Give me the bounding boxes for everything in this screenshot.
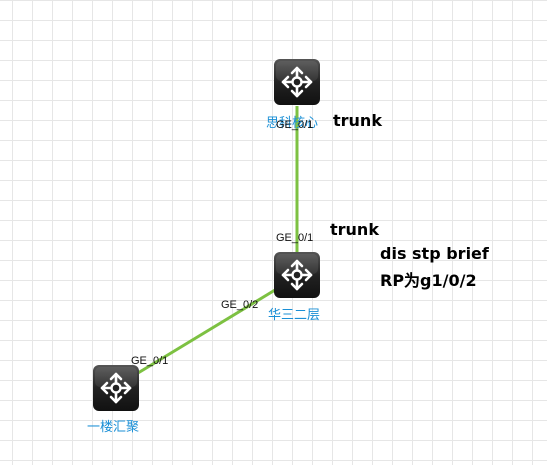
device-core[interactable] [273,58,321,106]
layer2-trunk-note: trunk [330,220,379,239]
switch-icon [274,59,320,105]
core-trunk-note: trunk [333,111,382,130]
aggregation-device-label: 一楼汇聚 [87,420,140,435]
command-note: dis stp brief [380,244,489,263]
core-port-label: GE_0/1 [276,119,314,131]
core-device-label: 思科核心 [266,116,319,131]
layer2-down-port-label: GE_0/2 [221,299,259,311]
layer2-up-port-label: GE_0/1 [276,232,314,244]
device-aggregation[interactable] [92,364,140,412]
switch-icon [274,252,320,298]
switch-icon [93,365,139,411]
link-layer2-aggregation [137,288,276,375]
aggregation-port-label: GE_0/1 [131,355,169,367]
root-port-note: RP为g1/0/2 [380,271,477,290]
device-layer2[interactable] [273,251,321,299]
layer2-device-label: 华三二层 [268,308,321,323]
